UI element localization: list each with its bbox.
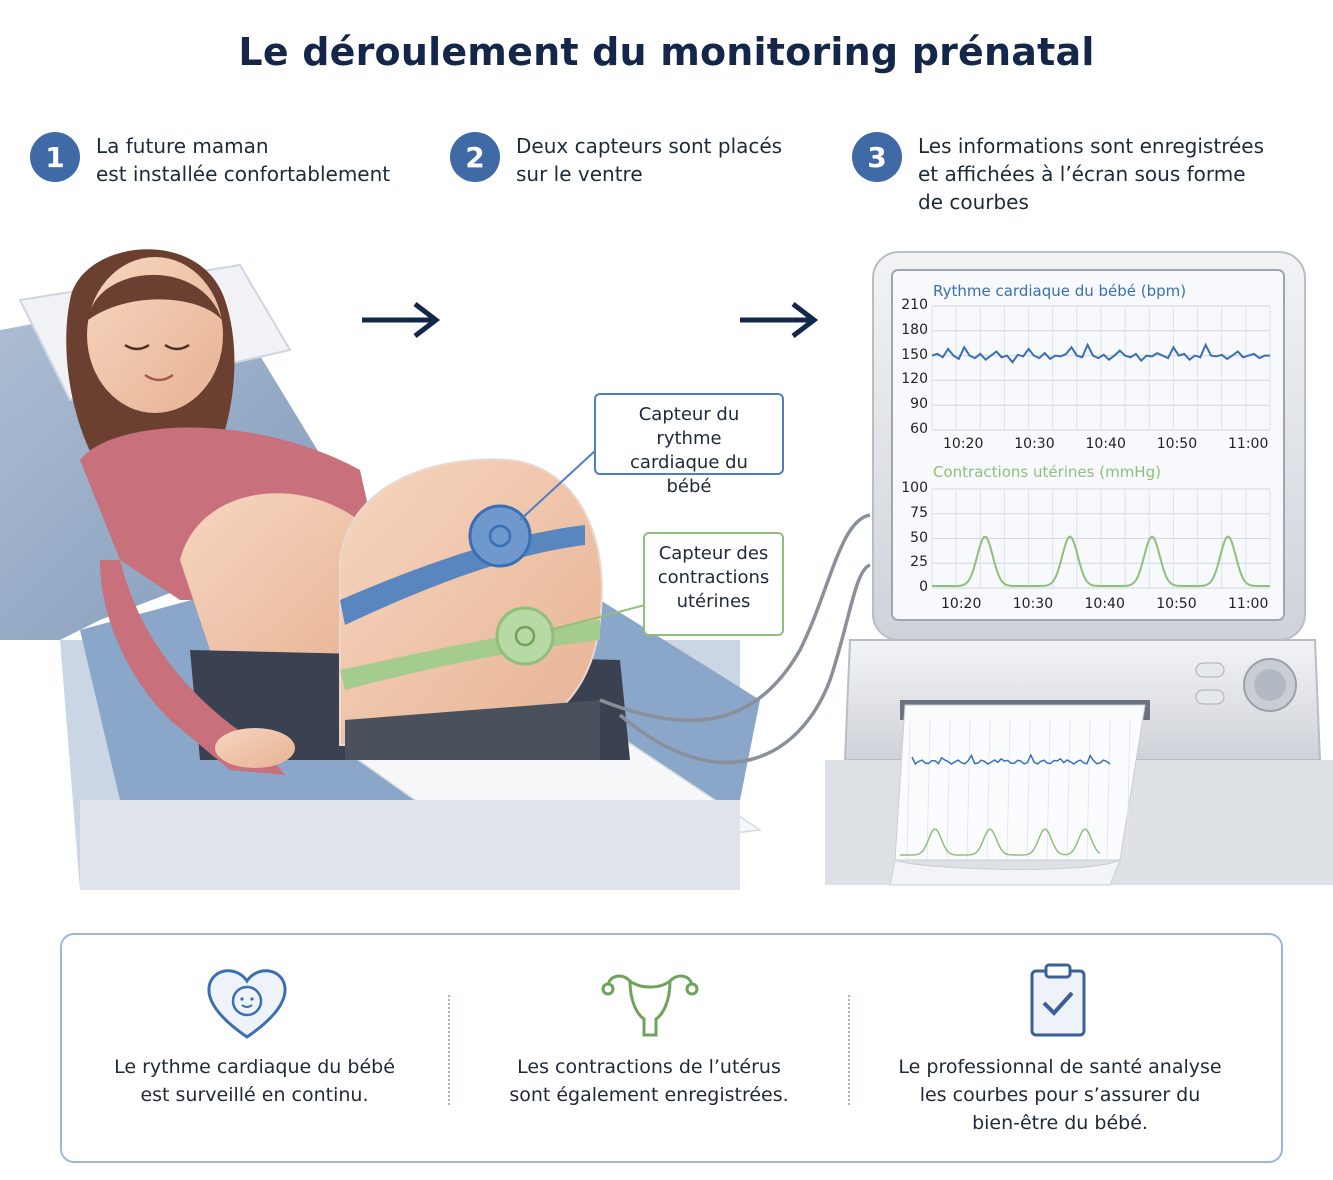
x-tick-label: 10:40 — [1085, 436, 1126, 452]
grid-line — [926, 719, 931, 861]
label-line: Capteur des — [658, 543, 769, 564]
step-text-line: de courbes — [918, 190, 1029, 214]
y-tick-label: 25 — [910, 554, 928, 571]
summary-text-line: les courbes pour s’assurer du — [919, 1084, 1201, 1106]
x-tick-label: 10:30 — [1012, 596, 1054, 612]
y-tick-label: 60 — [910, 421, 928, 437]
step-text-line: est installée confortablement — [96, 162, 391, 186]
x-tick-label: 10:40 — [1084, 596, 1125, 612]
grid-line — [1126, 719, 1131, 861]
printout-heart-trace — [911, 753, 1111, 766]
belly-inset — [339, 449, 646, 760]
x-tick-label: 11:00 — [1228, 596, 1269, 612]
contraction-chart-title: Contractions utérines (mmHg) — [933, 463, 1161, 481]
grid-line — [1066, 719, 1071, 861]
step-number-badge: 3 — [852, 132, 902, 182]
step-2: 2 Deux capteurs sont placés sur le ventr… — [450, 132, 782, 188]
y-tick-label: 120 — [901, 371, 928, 388]
x-tick-label: 10:20 — [941, 596, 982, 612]
grid-line — [966, 719, 971, 861]
divider — [848, 995, 850, 1105]
summary-contractions: Les contractions de l’utérus sont égalem… — [450, 935, 848, 1161]
label-line: contractions — [657, 567, 770, 588]
arrow-right-icon — [740, 302, 819, 338]
y-tick-label: 75 — [910, 504, 928, 521]
x-tick-label: 10:30 — [1014, 436, 1055, 452]
step-number-badge: 2 — [450, 132, 500, 182]
step-text-line: Deux capteurs sont placés — [516, 134, 783, 158]
printout-strip — [900, 719, 1131, 861]
grid-line — [946, 719, 951, 861]
step-text-line: sur le ventre — [516, 162, 643, 186]
y-tick-label: 150 — [901, 346, 928, 363]
summary-heart: Le rythme cardiaque du bébé est surveill… — [62, 935, 447, 1161]
y-tick-label: 100 — [901, 480, 928, 496]
y-tick-label: 90 — [910, 396, 928, 413]
label-line: cardiaque du bébé — [630, 452, 748, 497]
sensor-cable — [618, 563, 871, 765]
uterus-icon — [601, 974, 699, 1037]
summary-text-line: bien-être du bébé. — [972, 1112, 1148, 1134]
summary-text-line: est surveillé en continu. — [140, 1084, 369, 1106]
y-tick-label: 210 — [901, 297, 928, 313]
monitoring-illustration — [0, 249, 1333, 890]
grid-line — [1026, 719, 1031, 861]
step-text: Les informations sont enregistrées et af… — [918, 132, 1264, 216]
clipboard-check-icon — [1030, 963, 1086, 1037]
heart-baby-icon — [207, 969, 287, 1039]
grid-line — [1046, 719, 1051, 861]
heart-rate-chart-title: Rythme cardiaque du bébé (bpm) — [933, 282, 1187, 300]
step-1: 1 La future maman est installée conforta… — [30, 132, 390, 188]
sensor-cable — [599, 513, 871, 722]
step-3: 3 Les informations sont enregistrées et … — [852, 132, 1264, 216]
summary-analysis: Le professionnal de santé analyse les co… — [850, 935, 1270, 1161]
summary-text-line: sont également enregistrées. — [509, 1084, 789, 1106]
grid-line — [1106, 719, 1111, 861]
y-tick-label: 50 — [910, 529, 928, 546]
x-tick-label: 11:00 — [1228, 436, 1269, 452]
step-number-badge: 1 — [30, 132, 80, 182]
divider — [448, 995, 450, 1105]
page-title: Le déroulement du monitoring prénatal — [238, 30, 1095, 74]
summary-text-line: Les contractions de l’utérus — [517, 1056, 781, 1078]
arrow-right-icon — [362, 302, 441, 338]
summary-panel: Le rythme cardiaque du bébé est surveill… — [60, 933, 1283, 1163]
heart-sensor-label: Capteur du rythme cardiaque du bébé — [594, 393, 784, 497]
y-tick-label: 180 — [901, 321, 928, 338]
grid-line — [1086, 719, 1091, 861]
grid-line — [906, 719, 911, 861]
y-tick-label: 0 — [919, 579, 928, 595]
step-text-line: La future maman — [96, 134, 269, 158]
x-tick-label: 10:20 — [943, 436, 984, 452]
x-tick-label: 10:50 — [1156, 436, 1198, 452]
grid-line — [986, 719, 991, 861]
step-text: Deux capteurs sont placés sur le ventre — [516, 132, 782, 188]
contraction-sensor-label: Capteur des contractions utérines — [643, 532, 784, 636]
step-text-line: Les informations sont enregistrées — [918, 134, 1265, 158]
grid-line — [1006, 719, 1011, 861]
summary-text-line: Le professionnal de santé analyse — [898, 1056, 1222, 1078]
label-line: Capteur du rythme — [638, 404, 740, 449]
step-text: La future maman est installée confortabl… — [96, 132, 390, 188]
x-tick-label: 10:50 — [1156, 596, 1197, 612]
label-line: utérines — [676, 591, 751, 612]
step-text-line: et affichées à l’écran sous forme — [918, 162, 1246, 186]
printout-contraction-trace — [900, 828, 1101, 856]
summary-text-line: Le rythme cardiaque du bébé — [114, 1056, 395, 1078]
pregnant-woman — [66, 249, 630, 775]
